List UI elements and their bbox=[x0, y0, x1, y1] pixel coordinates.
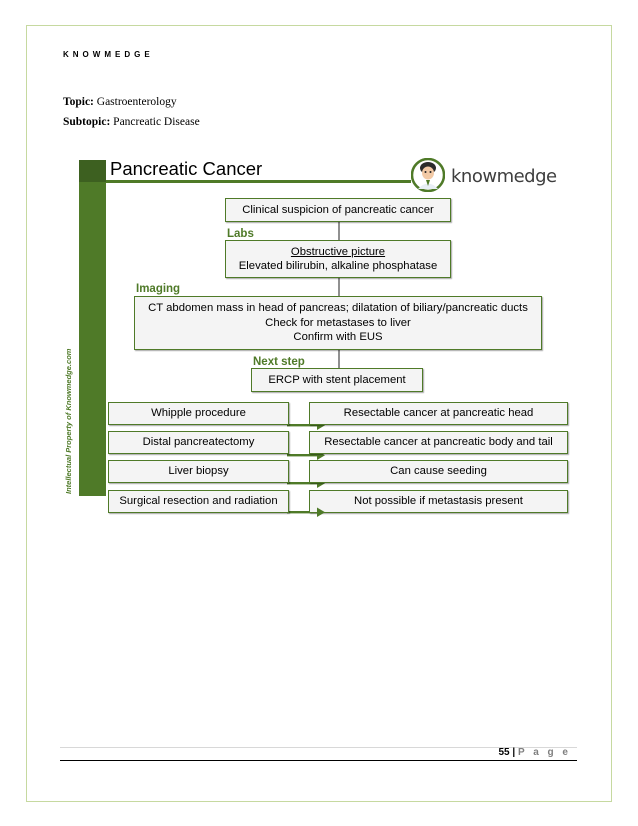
row-left-text: Surgical resection and radiation bbox=[119, 495, 278, 508]
next-step-text: ERCP with stent placement bbox=[268, 373, 406, 386]
sidebar-bar-top bbox=[79, 160, 106, 182]
topic-line: Topic: Gastroenterology bbox=[63, 96, 177, 108]
knowmedge-logo: knowmedge bbox=[451, 166, 557, 187]
row-left-box: Liver biopsy bbox=[108, 460, 289, 483]
suspicion-box: Clinical suspicion of pancreatic cancer bbox=[225, 198, 451, 222]
row-right-text: Can cause seeding bbox=[390, 465, 487, 478]
imaging-label: Imaging bbox=[136, 283, 181, 295]
row-right-box: Resectable cancer at pancreatic head bbox=[309, 402, 568, 425]
subtopic-label: Subtopic: bbox=[63, 116, 111, 128]
labs-box: Obstructive picture Elevated bilirubin, … bbox=[225, 240, 451, 278]
imaging-box: CT abdomen mass in head of pancreas; dil… bbox=[134, 296, 542, 350]
row-right-text: Resectable cancer at pancreatic body and… bbox=[324, 436, 553, 449]
imaging-line-3: Confirm with EUS bbox=[293, 331, 383, 344]
next-step-box: ERCP with stent placement bbox=[251, 368, 423, 392]
row-left-box: Distal pancreatectomy bbox=[108, 431, 289, 454]
row-left-text: Whipple procedure bbox=[151, 407, 246, 420]
page-border bbox=[26, 25, 612, 802]
flowchart-figure: Pancreatic Cancer Intellectual Property … bbox=[64, 154, 571, 520]
topic-value: Gastroenterology bbox=[96, 96, 177, 108]
connector-lines bbox=[287, 221, 340, 514]
figure-title: Pancreatic Cancer bbox=[110, 158, 263, 179]
header-brand: KNOWMEDGE bbox=[63, 50, 154, 59]
row-left-text: Liver biopsy bbox=[168, 465, 229, 478]
labs-line: Elevated bilirubin, alkaline phosphatase bbox=[238, 260, 438, 272]
imaging-line-2: Check for metastases to liver bbox=[265, 316, 411, 329]
page-separator: | bbox=[512, 747, 516, 758]
page-number-value: 55 bbox=[498, 747, 510, 758]
labs-title: Obstructive picture bbox=[290, 245, 386, 258]
title-underline bbox=[106, 180, 411, 183]
page-number: 55 | P a g e bbox=[498, 747, 571, 758]
row-left-box: Surgical resection and radiation bbox=[108, 490, 289, 513]
footer-rule bbox=[60, 760, 577, 761]
footer-rule-light bbox=[60, 747, 577, 748]
row-left-text: Distal pancreatectomy bbox=[142, 436, 255, 449]
imaging-line-1: CT abdomen mass in head of pancreas; dil… bbox=[148, 302, 528, 315]
row-right-box: Can cause seeding bbox=[309, 460, 568, 483]
topic-label: Topic: bbox=[63, 96, 94, 108]
suspicion-text: Clinical suspicion of pancreatic cancer bbox=[242, 203, 434, 216]
subtopic-value: Pancreatic Disease bbox=[113, 116, 200, 128]
page-word: P a g e bbox=[517, 747, 571, 758]
next-step-label: Next step bbox=[253, 356, 305, 368]
row-right-box: Not possible if metastasis present bbox=[309, 490, 568, 513]
row-left-box: Whipple procedure bbox=[108, 402, 289, 425]
doctor-avatar-icon bbox=[410, 157, 446, 193]
row-right-text: Resectable cancer at pancreatic head bbox=[343, 407, 534, 420]
sidebar-bar bbox=[79, 160, 106, 496]
subtopic-line: Subtopic: Pancreatic Disease bbox=[63, 116, 200, 128]
row-right-box: Resectable cancer at pancreatic body and… bbox=[309, 431, 568, 454]
labs-label: Labs bbox=[227, 228, 254, 240]
row-right-text: Not possible if metastasis present bbox=[354, 495, 523, 508]
